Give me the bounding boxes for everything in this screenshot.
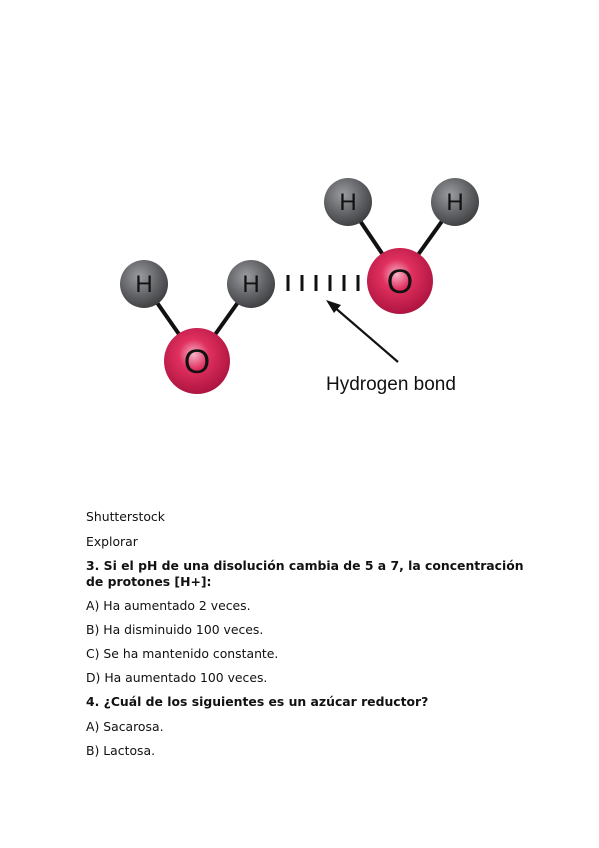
question-4-option-a: A) Sacarosa. [86,719,164,734]
hydrogen-atom [120,260,168,308]
question-3-option-d: D) Ha aumentado 100 veces. [86,670,268,685]
arrowhead-icon [326,300,341,313]
hydrogen-atom [227,260,275,308]
hydrogen-atom-label: H [242,271,259,298]
oxygen-atom-label: O [184,343,210,381]
hydrogen-bond-label: Hydrogen bond [326,374,456,395]
arrow-icon [332,305,399,363]
oxygen-atom [367,248,433,314]
question-3-option-b: B) Ha disminuido 100 veces. [86,622,264,637]
hydrogen-atom-label: H [339,189,356,216]
explore-link[interactable]: Explorar [86,534,138,549]
oxygen-atom-label: O [387,263,413,301]
question-4-option-b: B) Lactosa. [86,743,156,758]
question-4: 4. ¿Cuál de los siguientes es un azúcar … [86,694,429,709]
question-3-option-c: C) Se ha mantenido constante. [86,646,279,661]
question-3: 3. Si el pH de una disolución cambia de … [86,558,524,589]
question-3-option-a: A) Ha aumentado 2 veces. [86,598,251,613]
hydrogen-bond-diagram: H H O H H O Hydrogen bond [120,178,479,395]
image-source-credit[interactable]: Shutterstock [86,509,165,524]
hydrogen-atom [431,178,479,226]
oxygen-atom [164,328,230,394]
hydrogen-bond-dashes [286,275,360,291]
hydrogen-atom-label: H [446,189,463,216]
hydrogen-atom [324,178,372,226]
hydrogen-atom-label: H [135,271,152,298]
